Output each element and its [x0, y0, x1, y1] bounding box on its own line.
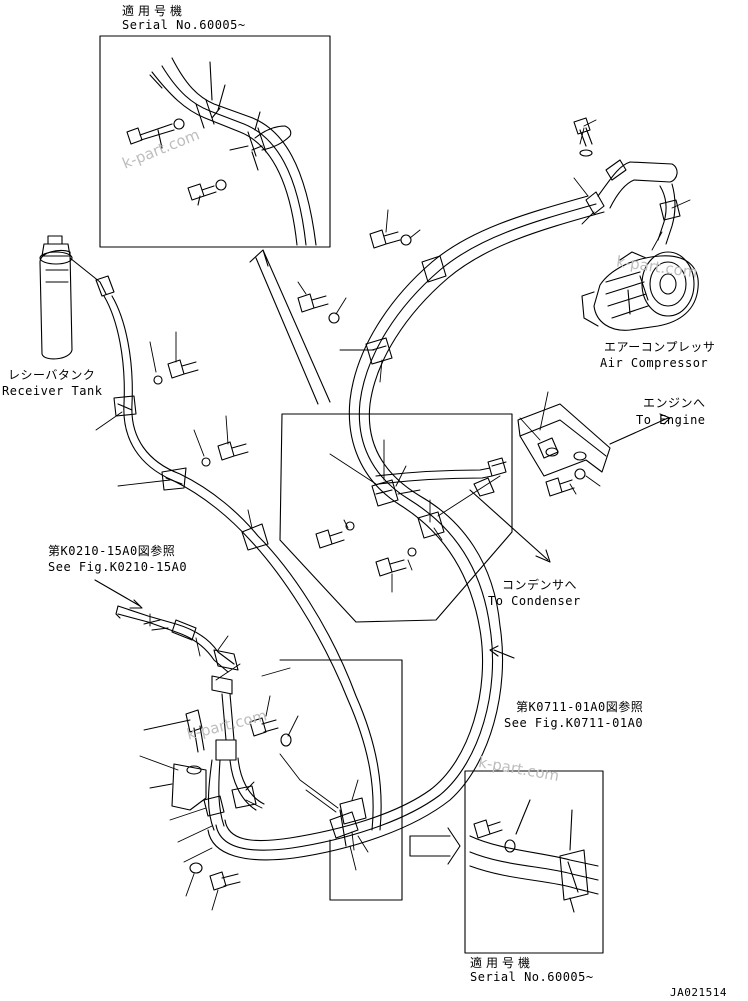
bottom-applicable-label: 適用号機: [470, 956, 535, 970]
fig-ref-k0711-jp: 第K0711-01A0図参照: [516, 700, 644, 714]
top-detail-box: [99, 35, 331, 248]
air-compressor-label: Air Compressor: [600, 356, 709, 370]
fig-ref-k0210-jp: 第K0210-15A0図参照: [48, 544, 176, 558]
bottom-detail-box: [464, 770, 604, 954]
to-condenser-label: To Condenser: [488, 594, 581, 608]
engine-bracket: [517, 403, 611, 497]
compressor-fittings: [573, 117, 681, 245]
fig-ref-k0711: See Fig.K0711-01A0: [504, 716, 644, 730]
top-inset-bolts: [126, 118, 227, 201]
receiver-tank-label: Receiver Tank: [2, 384, 103, 398]
top-serial-label: Serial No.60005~: [122, 18, 246, 32]
leader-lines: [95, 119, 691, 911]
left-hoses: [103, 295, 382, 831]
lower-detail-frame: [279, 659, 403, 901]
bottom-serial-label: Serial No.60005~: [470, 970, 594, 984]
fig-ref-k0210: See Fig.K0210-15A0: [48, 560, 188, 574]
center-detail-frame: [279, 413, 513, 623]
center-bolts: [153, 229, 417, 577]
top-applicable-label: 適用号機: [122, 4, 187, 18]
lower-assembly: [115, 605, 359, 891]
center-clamps: [339, 255, 447, 825]
bottom-inset: [469, 799, 599, 913]
receiver-tank: [39, 235, 115, 360]
inset-callout-arrow: [249, 249, 331, 405]
to-engine-jp-label: エンジンへ: [643, 396, 706, 410]
main-hoses: [207, 195, 605, 861]
air-compressor: [581, 251, 699, 331]
air-compressor-jp-label: エアーコンプレッサ: [604, 340, 716, 354]
to-condenser-jp-label: コンデンサへ: [502, 578, 578, 592]
top-inset-hoses: [151, 57, 317, 246]
top-inset-leaders: [149, 61, 261, 206]
note-arrows: [94, 413, 671, 865]
receiver-tank-jp-label: レシーバタンク: [8, 368, 96, 382]
drawing-number: JA021514: [670, 986, 727, 999]
to-engine-label: To Engine: [636, 413, 706, 427]
